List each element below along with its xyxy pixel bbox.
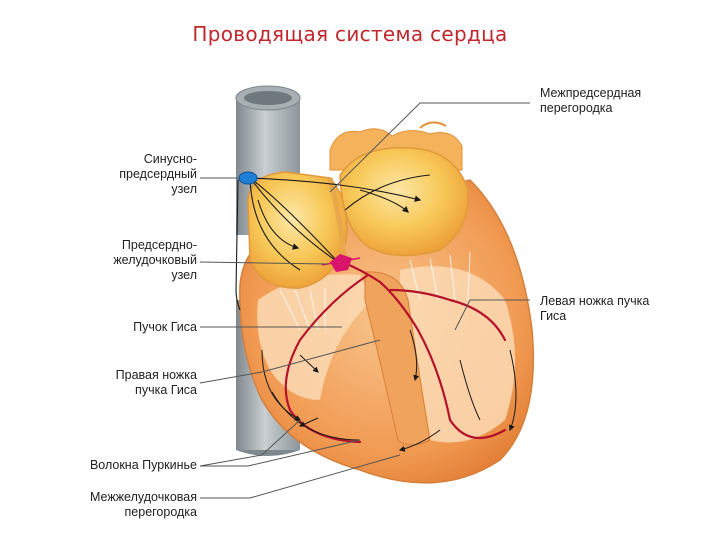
label-bundle-of-his: Пучок Гиса bbox=[80, 320, 197, 335]
label-left-bundle-branch: Левая ножка пучка Гиса bbox=[540, 294, 649, 324]
label-interatrial-septum: Межпредсердная перегородка bbox=[540, 86, 641, 116]
label-purkinje-fibers: Волокна Пуркинье bbox=[60, 458, 197, 473]
label-interventricular-septum: Межжелудочковая перегородка bbox=[60, 490, 197, 520]
label-right-bundle-branch: Правая ножка пучка Гиса bbox=[80, 368, 197, 398]
label-av-node: Предсердно- желудочковый узел bbox=[80, 238, 197, 283]
label-sinoatrial-node: Синусно- предсердный узел bbox=[80, 152, 197, 197]
left-atrium bbox=[340, 148, 468, 256]
sa-node-icon bbox=[239, 172, 257, 184]
